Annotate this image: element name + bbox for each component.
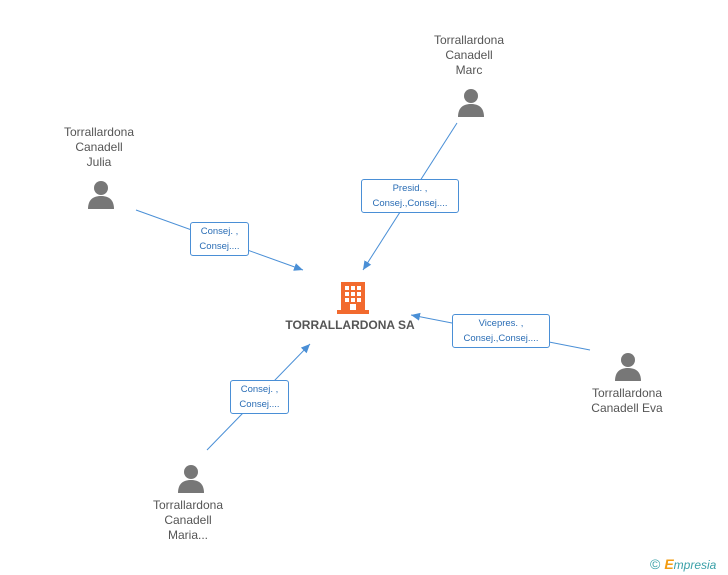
relation-label-maria[interactable]: Consej. , Consej....	[230, 380, 289, 414]
brand-initial: E	[664, 556, 674, 572]
relation-role: Consej.,Consej....	[372, 198, 448, 209]
person-name-line: Marc	[455, 63, 483, 77]
person-name-line: Canadell	[75, 140, 123, 154]
relation-role: Presid. ,	[392, 183, 428, 194]
relation-label-eva[interactable]: Vicepres. , Consej.,Consej....	[452, 314, 550, 348]
person-name-eva[interactable]: Torrallardona Canadell Eva	[557, 386, 697, 416]
person-name-line: Torrallardona	[152, 498, 224, 512]
person-name-line: Canadell	[445, 48, 493, 62]
relation-role: Consej....	[239, 399, 280, 410]
person-name-line: Torrallardona	[63, 125, 135, 139]
person-icon[interactable]	[176, 463, 206, 493]
person-name-julia[interactable]: Torrallardona Canadell Julia	[29, 125, 169, 170]
person-name-line: Canadell	[164, 513, 212, 527]
relation-role: Vicepres. ,	[478, 318, 524, 329]
relation-role: Consej. ,	[200, 226, 239, 237]
company-name[interactable]: TORRALLARDONA SA	[285, 318, 415, 332]
person-icon[interactable]	[86, 179, 116, 209]
relation-label-marc[interactable]: Presid. , Consej.,Consej....	[361, 179, 459, 213]
person-name-marc[interactable]: Torrallardona Canadell Marc	[399, 33, 539, 78]
relation-label-julia[interactable]: Consej. , Consej....	[190, 222, 249, 256]
brand-logo: Empresia	[664, 556, 716, 572]
relation-role: Consej.,Consej....	[463, 333, 539, 344]
person-name-maria[interactable]: Torrallardona Canadell Maria...	[118, 498, 258, 543]
relation-role: Consej....	[199, 241, 240, 252]
copyright-icon: ©	[650, 556, 661, 572]
relation-role: Consej. ,	[240, 384, 279, 395]
person-name-line: Torrallardona	[433, 33, 505, 47]
person-icon[interactable]	[613, 351, 643, 381]
brand-name: mpresia	[673, 558, 717, 572]
person-name-line: Canadell Eva	[591, 401, 663, 415]
brand-footer[interactable]: © Empresia	[650, 554, 716, 574]
person-name-line: Torrallardona	[591, 386, 663, 400]
person-name-line: Julia	[86, 155, 112, 169]
person-icon[interactable]	[456, 87, 486, 117]
building-icon[interactable]	[337, 280, 369, 314]
person-name-line: Maria...	[167, 528, 208, 542]
